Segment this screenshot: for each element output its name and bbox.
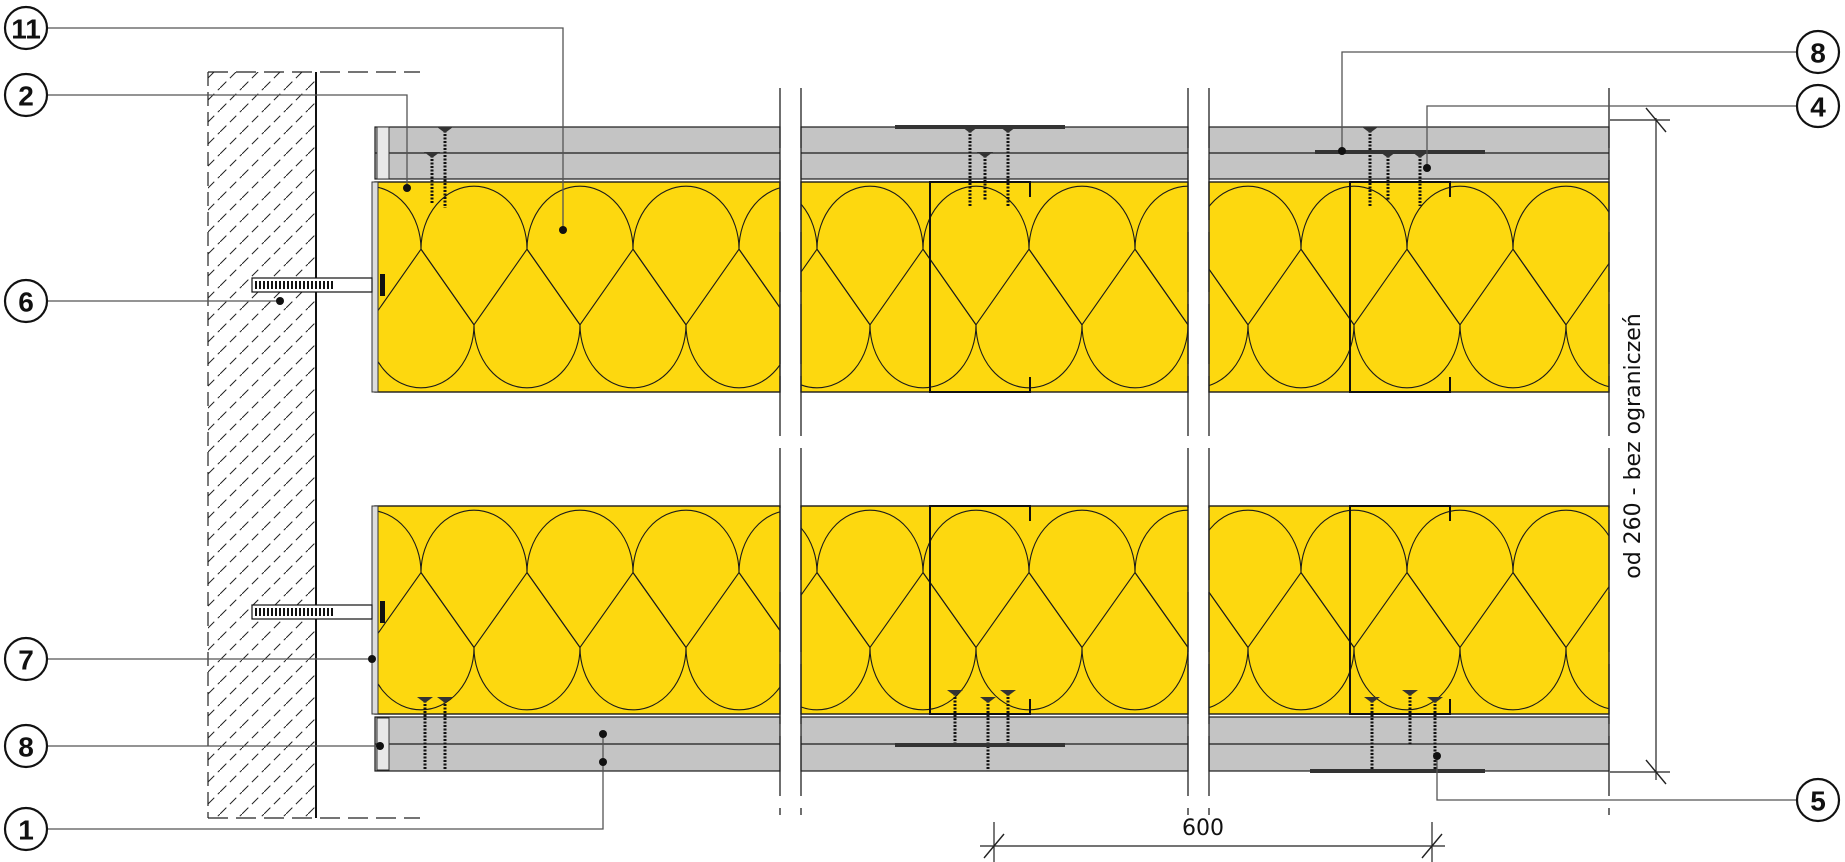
wool-fiber-loop <box>801 527 871 711</box>
callout-label: 11 <box>11 14 41 45</box>
insulation-pattern <box>801 185 1188 389</box>
height-dimension-text: od 260 - bez ograniczeń <box>1621 313 1646 579</box>
wool-fiber-loop <box>816 509 977 711</box>
wool-fiber-loop <box>738 187 780 309</box>
screw-head <box>417 697 433 703</box>
joint-tape <box>895 743 1065 747</box>
wool-fiber-loop <box>526 509 687 711</box>
screw-head <box>1362 127 1378 133</box>
screw-head <box>977 152 993 158</box>
mineral-wool-insulation <box>800 181 1189 393</box>
callout-6: 6 <box>3 278 284 324</box>
screw-head <box>1427 697 1443 703</box>
steel-stud-profile <box>1349 181 1451 393</box>
wool-fiber-loop <box>1512 185 1609 388</box>
steel-stud-profile <box>929 181 1031 393</box>
joint-tape <box>1315 150 1485 154</box>
wool-fiber-loop <box>1134 509 1188 656</box>
callout-1: 1 <box>3 730 607 852</box>
wool-fiber-loop <box>526 185 687 389</box>
callout-8-right: 8 <box>1338 29 1841 155</box>
wool-fiber-loop <box>420 185 581 389</box>
wool-fiber-loop <box>1028 509 1188 711</box>
screw-head <box>947 690 963 696</box>
wall-profile <box>371 181 379 393</box>
wool-fiber-loop <box>1209 268 1249 387</box>
steel-stud-profile <box>1349 505 1451 715</box>
wool-fiber-loop <box>632 509 780 711</box>
sealing-strip <box>376 126 390 180</box>
mineral-wool-insulation <box>374 181 781 393</box>
screw-head <box>437 127 453 133</box>
wool-fiber-loop <box>1406 509 1567 711</box>
masonry-wall <box>207 71 420 819</box>
anchor-head <box>380 274 385 296</box>
screw-head <box>437 697 453 703</box>
screw-head <box>424 152 440 158</box>
joint-tape <box>1310 769 1485 773</box>
callout-label: 1 <box>18 815 34 846</box>
callout-4: 4 <box>1423 83 1841 172</box>
break-lines <box>779 88 1610 815</box>
wool-fiber-loop <box>801 203 871 389</box>
spacing-dimension-text: 600 <box>1182 816 1224 841</box>
insulation-pattern <box>1209 185 1609 389</box>
callout-label: 7 <box>18 645 34 676</box>
mineral-wool-insulation <box>1208 181 1610 393</box>
anchor-head <box>380 601 385 623</box>
mineral-wool-insulation <box>800 505 1189 715</box>
steel-stud-profile <box>929 505 1031 715</box>
wool-fiber-loop <box>738 511 780 632</box>
wall-profile <box>371 505 379 715</box>
wool-fiber-loop <box>1300 509 1461 711</box>
callout-label: 8 <box>18 732 34 763</box>
mineral-wool-insulation <box>1208 505 1610 715</box>
joint-tape <box>895 125 1065 129</box>
mineral-wool-insulation <box>374 505 781 715</box>
spacing-dimension: 600 <box>980 816 1445 862</box>
wool-fiber-loop <box>1209 509 1355 711</box>
wool-fiber-loop <box>1512 509 1609 710</box>
callout-label: 6 <box>18 287 34 318</box>
wall-layers <box>371 126 1610 772</box>
wool-fiber-loop <box>816 185 977 389</box>
insulation-pattern <box>375 509 780 711</box>
callout-11: 11 <box>3 5 567 234</box>
insulation-pattern <box>375 185 780 389</box>
screw-head <box>980 697 996 703</box>
wool-fiber-loop <box>420 509 581 711</box>
callout-label: 5 <box>1810 786 1826 817</box>
wool-fiber-loop <box>1134 185 1188 334</box>
wool-fiber-loop <box>1028 185 1188 389</box>
wool-fiber-loop <box>1300 185 1461 389</box>
insulation-pattern <box>1209 509 1609 711</box>
screw-head <box>1364 697 1380 703</box>
screw-head <box>1000 690 1016 696</box>
fixings <box>251 125 1485 773</box>
wool-fiber-loop <box>1209 185 1355 389</box>
callout-label: 4 <box>1810 92 1826 123</box>
callout-label: 2 <box>18 81 34 112</box>
wool-fiber-loop <box>1209 591 1249 709</box>
wool-fiber-loop <box>632 185 780 389</box>
screw-head <box>1402 690 1418 696</box>
wool-fiber-loop <box>375 186 475 389</box>
callouts: 11 2 6 7 8 1 8 4 <box>3 5 1841 852</box>
callout-8-left: 8 <box>3 723 384 769</box>
callout-5: 5 <box>1433 752 1841 823</box>
wool-fiber-loop <box>1406 185 1567 389</box>
height-dimension: od 260 - bez ograniczeń <box>1610 107 1670 785</box>
callout-label: 8 <box>1810 38 1826 69</box>
callout-7: 7 <box>3 636 376 682</box>
callout-2: 2 <box>3 72 411 192</box>
wool-fiber-loop <box>375 510 475 711</box>
